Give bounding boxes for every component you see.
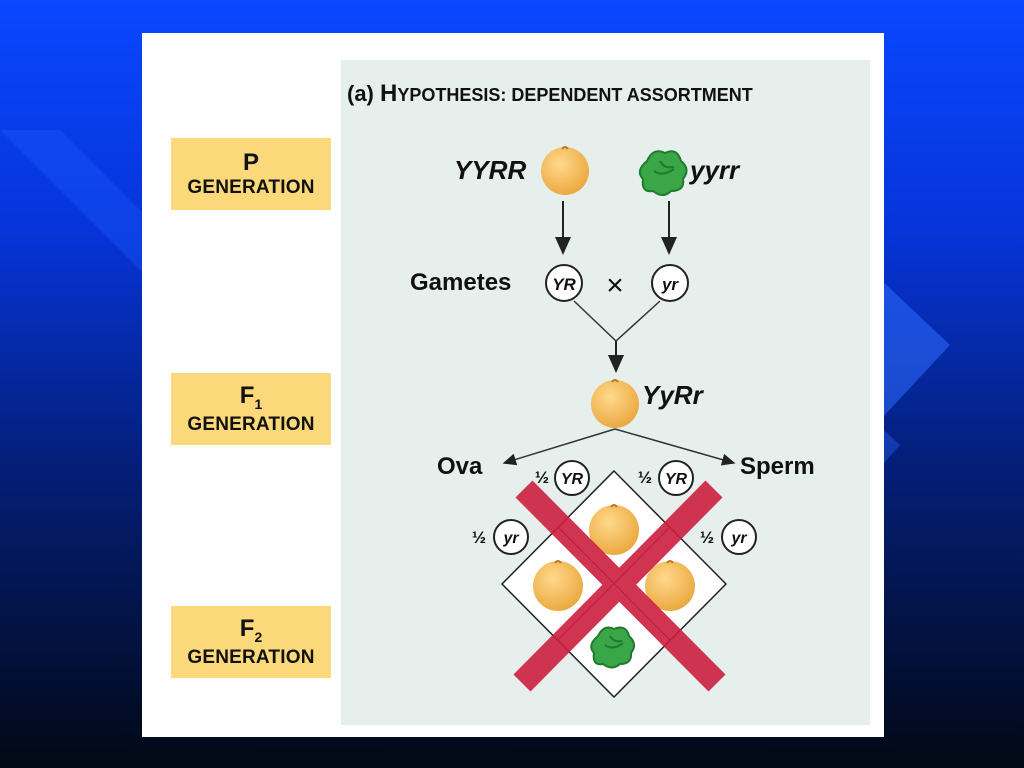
- f1-generation-symbol: F1: [239, 382, 263, 413]
- diagram-title: (a) HYPOTHESIS: DEPENDENT ASSORTMENT: [347, 80, 753, 107]
- svg-text:yr: yr: [661, 275, 679, 294]
- ova-yr-upper-fraction: ½: [535, 468, 549, 487]
- f1-genotype: YyRr: [642, 380, 705, 410]
- red-x-cross-out-icon: [513, 480, 726, 692]
- svg-text:YR: YR: [665, 471, 688, 488]
- svg-text:YR: YR: [552, 275, 576, 294]
- sperm-label: Sperm: [740, 453, 815, 480]
- f2-green-wrinkled-pea-icon: [590, 626, 635, 669]
- f1-generation-text: GENERATION: [187, 413, 315, 435]
- ova-label: Ova: [437, 453, 483, 480]
- slide-card: P GENERATION F1 GENERATION F2 GENERATION…: [142, 33, 884, 737]
- p-generation-text: GENERATION: [187, 177, 315, 199]
- green-wrinkled-pea-icon: [638, 150, 688, 196]
- arrow-to-sperm: [614, 428, 736, 466]
- gametes-label: Gametes: [410, 269, 511, 296]
- ova-yr-lower-fraction: ½: [472, 528, 486, 547]
- sperm-YR-fraction: ½: [638, 468, 652, 487]
- f1-yellow-pea-icon: [591, 379, 639, 428]
- yellow-pea-icon: [541, 146, 589, 195]
- f2-yellow-pea-right-icon: [645, 560, 695, 611]
- gamete-circle-2: yr: [651, 264, 689, 302]
- sperm-yr-fraction: ½: [700, 528, 714, 547]
- f2-generation-symbol: F2: [239, 615, 263, 646]
- gamete-circle-1: YR: [545, 264, 583, 302]
- parent2-genotype: yyrr: [688, 155, 741, 185]
- f1-generation-label: F1 GENERATION: [171, 373, 331, 445]
- parent1-genotype: YYRR: [454, 155, 526, 185]
- ova-gamete-YR: YR: [554, 460, 590, 496]
- sperm-gamete-YR: YR: [658, 460, 694, 496]
- arrow-to-ova: [502, 428, 616, 466]
- f2-yellow-pea-left-icon: [533, 560, 583, 611]
- f2-generation-text: GENERATION: [187, 646, 315, 668]
- sperm-gamete-yr: yr: [721, 519, 757, 555]
- svg-text:yr: yr: [730, 530, 747, 547]
- p-generation-label: P GENERATION: [171, 138, 331, 210]
- svg-text:YR: YR: [561, 471, 584, 488]
- f2-generation-label: F2 GENERATION: [171, 606, 331, 678]
- cross-diagram: (a) HYPOTHESIS: DEPENDENT ASSORTMENT YYR…: [347, 80, 815, 699]
- svg-text:yr: yr: [502, 530, 519, 547]
- fertilization-lines: [573, 300, 661, 343]
- cross-symbol: ×: [606, 269, 624, 302]
- p-generation-symbol: P: [242, 148, 259, 176]
- f2-yellow-pea-top-icon: [589, 504, 639, 555]
- ova-gamete-yr: yr: [493, 519, 529, 555]
